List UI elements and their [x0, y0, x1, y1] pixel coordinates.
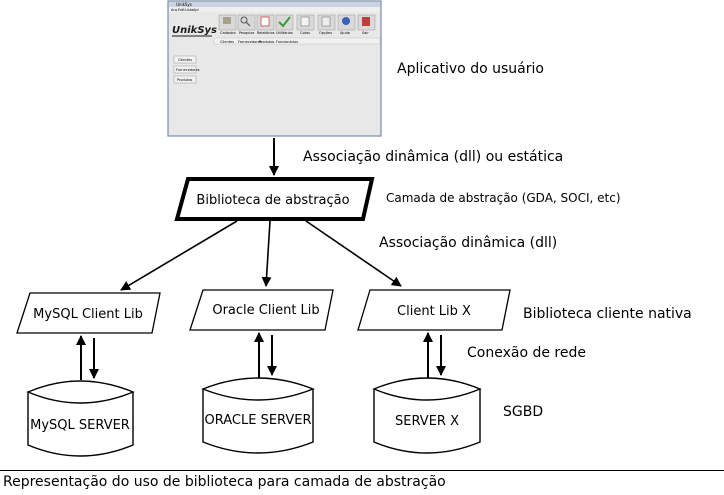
app-tab[interactable]: Fornecedores: [238, 40, 262, 44]
toolbar-label: Pesquisa: [239, 31, 254, 35]
library-to-mysql-arrow: [120, 220, 238, 291]
app-tab[interactable]: Funcionários: [276, 40, 298, 44]
dynamic-or-static-label: Associação dinâmica (dll) ou estática: [303, 149, 563, 165]
network-connection-label: Conexão de rede: [467, 345, 586, 361]
toolbar-label: Ajuda: [340, 31, 350, 35]
abstraction-layer-label: Camada de abstração (GDA, SOCI, etc): [386, 191, 621, 205]
native-client-label: Biblioteca cliente nativa: [523, 306, 692, 322]
toolbar-label: Utilitários: [276, 31, 293, 35]
oracle-client-lib-label: Oracle Client Lib: [212, 303, 319, 318]
toolbar-label: Relatórios: [257, 31, 275, 35]
side-button[interactable]: [173, 75, 197, 84]
oracle-client-lib-node: Oracle Client Lib: [189, 289, 334, 331]
user-application-window: UnikSys Arq Edit Lista Ajd UnikSys Cadas…: [167, 0, 382, 137]
side-button[interactable]: [173, 55, 197, 64]
server-x-label: SERVER X: [395, 414, 459, 429]
oracle-server-node: ORACLE SERVER: [201, 377, 315, 454]
dynamic-link-label: Associação dinâmica (dll): [379, 235, 557, 251]
side-button-label: Produtos: [177, 78, 193, 82]
toolbar-label: Sair: [362, 31, 369, 35]
app-toolbar: Cadastro Pesquisa Relatórios Utilitários…: [218, 14, 376, 35]
caption-divider: [0, 470, 724, 471]
dbms-label: SGBD: [503, 404, 543, 420]
side-button[interactable]: [173, 65, 197, 74]
mysql-client-lib-node: MySQL Client Lib: [16, 292, 161, 334]
abstraction-library-label: Biblioteca de abstração: [196, 193, 349, 208]
app-tab[interactable]: Produtos: [259, 40, 275, 44]
app-tab[interactable]: Clientes: [220, 40, 234, 44]
side-button-label: Fornecedores: [176, 68, 200, 72]
toolbar-label: Cadastro: [220, 31, 236, 35]
app-title: UnikSys: [176, 2, 192, 7]
options-icon: [321, 16, 331, 27]
mysql-server-label: MySQL SERVER: [30, 418, 130, 433]
mysql-server-node: MySQL SERVER: [26, 380, 135, 457]
figure-caption: Representação do uso de biblioteca para …: [3, 474, 446, 490]
report-icon: [260, 16, 270, 27]
oracle-server-label: ORACLE SERVER: [205, 413, 312, 428]
client-lib-x-label: Client Lib X: [397, 304, 471, 319]
document-icon: [300, 16, 310, 27]
app-menu-item[interactable]: Edit: [178, 8, 185, 12]
app-menu-item[interactable]: Lista: [185, 8, 193, 12]
diagram-svg: UnikSys Arq Edit Lista Ajd UnikSys Cadas…: [16, 0, 692, 457]
toolbar-label: Cotas: [300, 31, 310, 35]
folder-icon: [223, 17, 231, 24]
app-user-label: Aplicativo do usuário: [397, 61, 544, 77]
side-button-label: Clientes: [178, 58, 192, 62]
app-menu-item[interactable]: Ajd: [193, 8, 199, 12]
app-titlebar: [169, 2, 380, 7]
search-icon: [240, 16, 248, 24]
abstraction-library-node: Biblioteca de abstração: [174, 177, 375, 221]
mysql-client-lib-label: MySQL Client Lib: [33, 307, 143, 322]
toolbar-label: Opções: [319, 31, 332, 35]
help-icon: [342, 17, 350, 25]
app-logo: UnikSys: [172, 25, 217, 36]
checkmark-icon: [278, 16, 291, 28]
server-x-node: SERVER X: [372, 377, 482, 454]
client-lib-x-node: Client Lib X: [357, 289, 511, 331]
library-to-oracle-arrow: [261, 220, 272, 287]
exit-icon: [362, 17, 370, 26]
library-to-clientx-arrow: [305, 220, 402, 287]
app-menu-item[interactable]: Arq: [171, 8, 177, 12]
